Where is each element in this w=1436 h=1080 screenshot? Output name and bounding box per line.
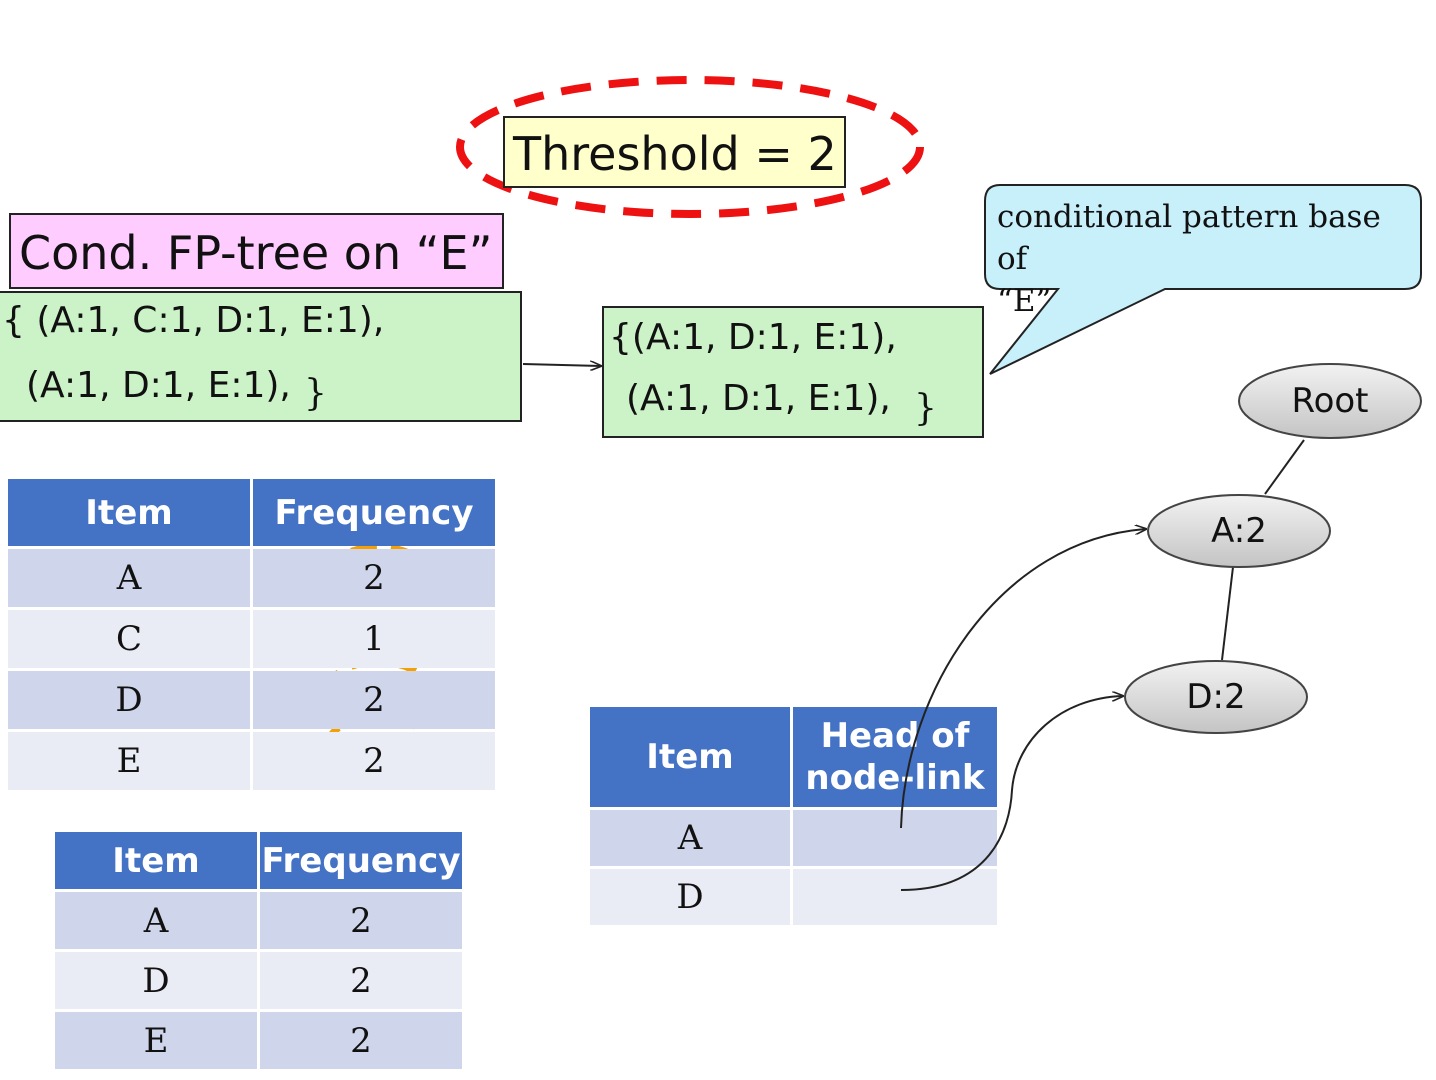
callout-text: conditional pattern base of “E” [997,196,1407,322]
item-cell: D [8,671,250,729]
frequency-cell: 1 [253,610,495,668]
item-cell: E [8,732,250,790]
table-row: D 2 [8,671,495,729]
node-link-cell [793,810,997,866]
prefix-path-line-2: (A:1, D:1, E:1), [26,365,291,406]
item-cell: A [590,810,790,866]
cond-pattern-close-brace: } [914,388,937,429]
table-row: C 1 [8,610,495,668]
callout-line-1: conditional pattern base of [997,199,1381,277]
table-row: D 2 [55,952,462,1009]
conditional-pattern-base-box: {(A:1, D:1, E:1), (A:1, D:1, E:1), } [602,306,984,438]
prefix-path-line-1: { (A:1, C:1, D:1, E:1), [2,300,385,341]
node-link-d [900,696,1123,891]
prefix-path-box: { (A:1, C:1, D:1, E:1), (A:1, D:1, E:1),… [0,291,522,422]
item-cell: D [590,869,790,925]
cond-pattern-line-1: {(A:1, D:1, E:1), [609,317,897,358]
frequent-item-table: Item Frequency A 2 D 2 E 2 [52,829,465,1072]
frequency-cell: 2 [260,892,462,949]
col-header-item: Item [55,832,257,889]
col-header-frequency: Frequency [253,479,495,546]
col-header-node-link: Head of node-link [793,707,997,807]
frequency-cell: 2 [260,952,462,1009]
frequency-cell: 2 [253,671,495,729]
item-cell: A [8,549,250,607]
table-row: D [590,869,997,925]
frequency-cell: 2 [253,549,495,607]
cond-pattern-line-2: (A:1, D:1, E:1), [626,378,891,419]
item-cell: E [55,1012,257,1069]
col-header-node-link-line-2: node-link [805,758,985,798]
table-row: E 2 [8,732,495,790]
header-table: Item Head of node-link A D [587,704,1000,928]
table-row: E 2 [55,1012,462,1069]
col-header-item: Item [8,479,250,546]
callout-line-2: “E” [997,283,1052,319]
prefix-path-close-brace: } [304,373,327,414]
node-root-label: Root [1291,381,1369,421]
col-header-item: Item [590,707,790,807]
table-row: A 2 [55,892,462,949]
item-cell: C [8,610,250,668]
item-frequency-table: Item Frequency A 2 C 1 D 2 E 2 [5,476,498,793]
node-link-cell [793,869,997,925]
frequency-cell: 2 [260,1012,462,1069]
item-cell: D [55,952,257,1009]
threshold-label: Threshold = 2 [503,116,846,188]
item-cell: A [55,892,257,949]
col-header-frequency: Frequency [260,832,462,889]
cond-fp-tree-title: Cond. FP-tree on “E” [9,213,504,289]
col-header-node-link-line-1: Head of [820,716,970,756]
node-link-a [900,529,1146,829]
node-d-label: D:2 [1186,677,1246,717]
table-row: A 2 [8,549,495,607]
node-a-label: A:2 [1211,511,1267,551]
table-row: A [590,810,997,866]
frequency-cell: 2 [253,732,495,790]
